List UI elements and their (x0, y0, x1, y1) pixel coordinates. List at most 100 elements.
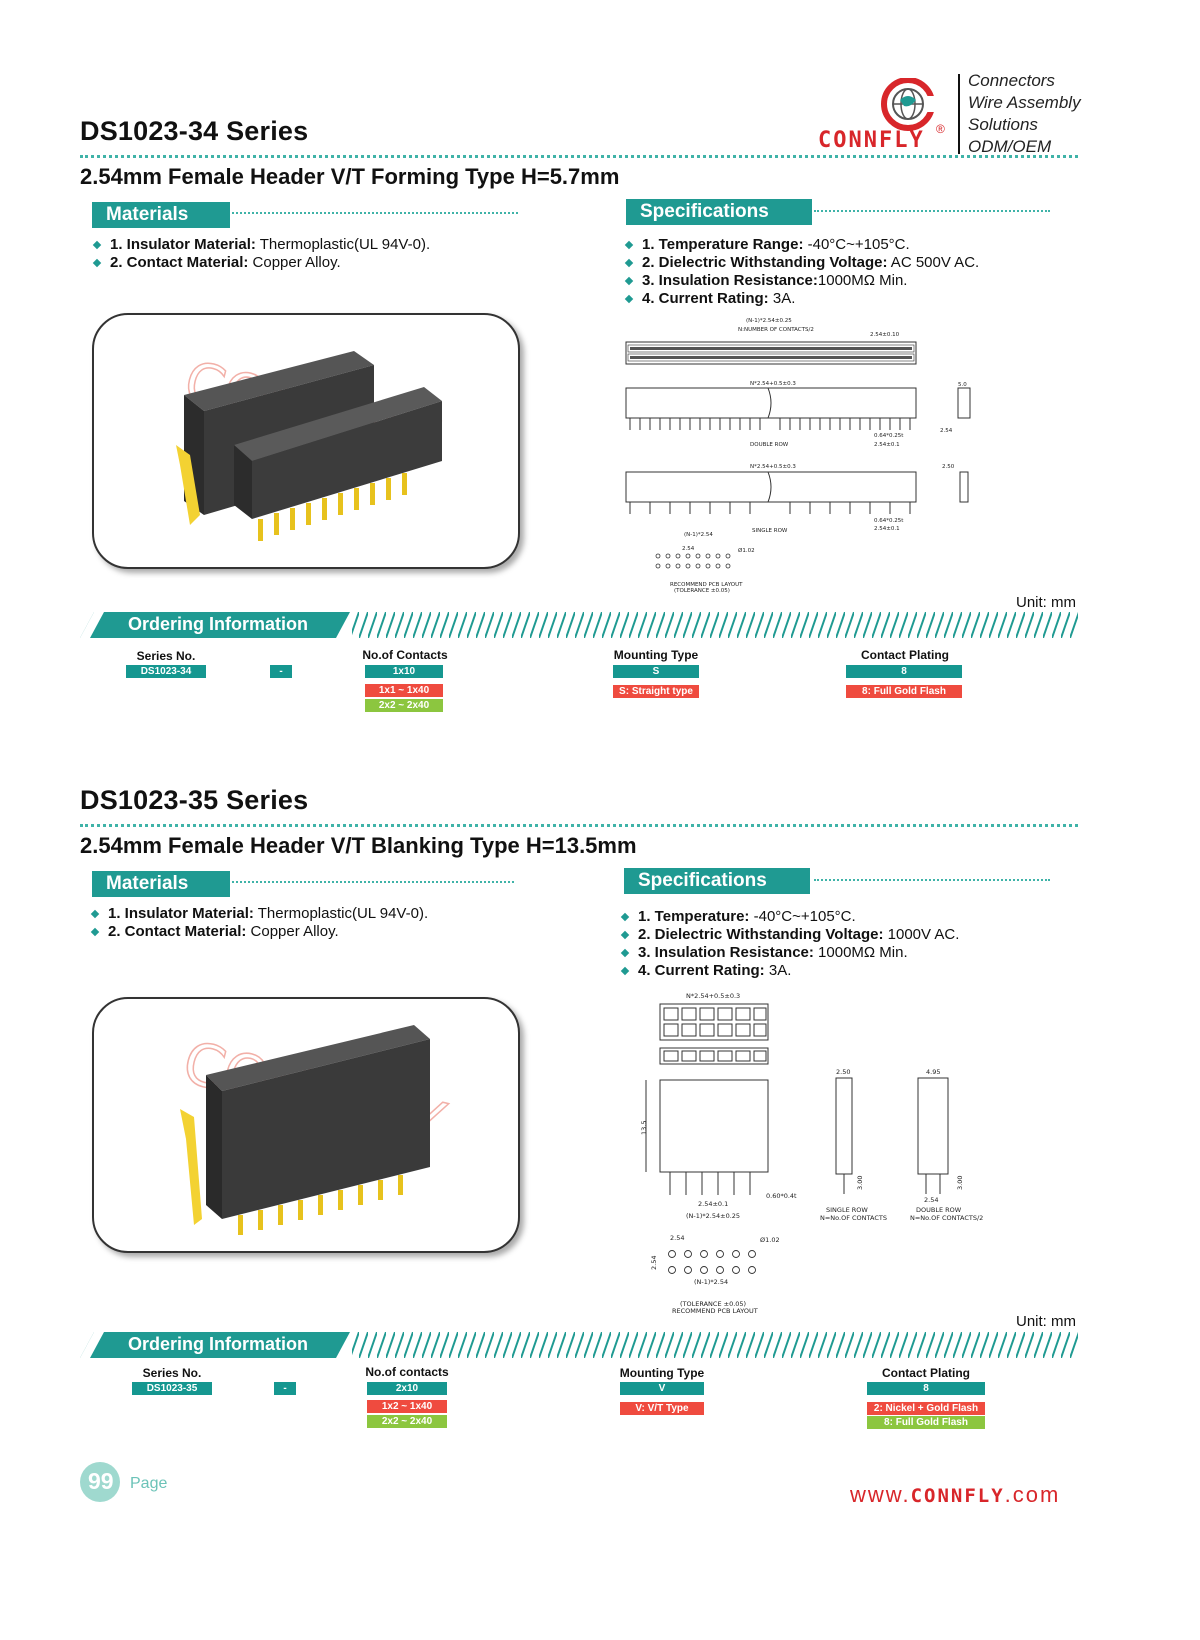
mounting-option: S: Straight type (613, 685, 699, 698)
female-header-image: CONNFLY (176, 348, 445, 541)
dimension-label: 2.54 (650, 1256, 658, 1270)
technical-drawing: N*2.54+0.5±0.3 13.5 2.50 4.95 0.60*0.4t … (636, 990, 1006, 1315)
website-link[interactable]: www.CONNFLY.com (850, 1482, 1060, 1508)
website-suffix: .com (1004, 1482, 1061, 1507)
dimension-label: N=No.OF CONTACTS/2 (910, 1214, 983, 1222)
list-item: 2. Dielectric Withstanding Voltage: AC 5… (624, 254, 979, 272)
dimension-label: 3.00 (856, 1176, 864, 1190)
list-item: 4. Current Rating: 3A. (624, 290, 979, 308)
dimension-label: 2.54±0.1 (698, 1200, 728, 1208)
specifications-label: Specifications (626, 199, 812, 225)
series-value: DS1023-34 (126, 665, 206, 678)
series-header: Series No. (142, 1366, 202, 1380)
dimension-label: DOUBLE ROW (916, 1206, 962, 1214)
series-title: DS1023-34 Series (80, 116, 309, 146)
contacts-option: 2x2 ~ 2x40 (367, 1415, 447, 1428)
logo-divider (958, 74, 960, 154)
dimension-label: RECOMMEND PCB LAYOUT (672, 1307, 758, 1315)
dimension-label: 13.5 (640, 1121, 648, 1135)
title-divider (80, 824, 1078, 827)
page-number: 99 (88, 1468, 114, 1494)
dimension-label: (N-1)*2.54 (684, 532, 713, 538)
specifications-list: 1. Temperature: -40°C~+105°C. 2. Dielect… (620, 908, 959, 980)
technical-drawing: (N-1)*2.54±0.25 N:NUMBER OF CONTACTS/2 2… (618, 312, 988, 602)
series-value: DS1023-35 (132, 1382, 212, 1395)
dimension-label: Ø1.02 (760, 1236, 780, 1244)
ordering-title: Ordering Information (128, 1334, 308, 1354)
dimension-label: 2.54 (940, 428, 953, 434)
dimension-label: 3.00 (956, 1176, 964, 1190)
contacts-option: 1x2 ~ 1x40 (367, 1400, 447, 1413)
materials-label: Materials (92, 871, 230, 897)
female-header-image: CONNFLY (176, 1025, 453, 1235)
dimension-label: 0.64*0.25t (874, 433, 904, 439)
plating-option: 8: Full Gold Flash (846, 685, 962, 698)
dimension-label: N=No.OF CONTACTS (820, 1214, 887, 1222)
specifications-label: Specifications (624, 868, 810, 894)
dimension-label: (N-1)*2.54±0.25 (686, 1212, 740, 1220)
list-item: 1. Insulator Material: Thermoplastic(UL … (90, 905, 428, 923)
website-brand: CONNFLY (910, 1485, 1005, 1507)
dimension-label: 2.54 (682, 546, 695, 552)
dimension-label: N*2.54+0.5±0.3 (750, 381, 796, 387)
list-item: 2. Contact Material: Copper Alloy. (90, 923, 428, 941)
materials-list: 1. Insulator Material: Thermoplastic(UL … (90, 905, 428, 941)
ordering-title: Ordering Information (128, 614, 308, 634)
ordering-stripes (80, 612, 1078, 638)
dimension-label: N*2.54+0.5±0.3 (686, 992, 740, 1000)
ordering-stripes (80, 1332, 1078, 1358)
mounting-header: Mounting Type (613, 648, 699, 662)
plating-option: 2: Nickel + Gold Flash (867, 1402, 985, 1415)
plating-value: 8 (846, 665, 962, 678)
list-item: 3. Insulation Resistance:1000MΩ Min. (624, 272, 979, 290)
specifications-divider (814, 210, 1050, 212)
list-item: 2. Contact Material: Copper Alloy. (92, 254, 430, 272)
dimension-label: SINGLE ROW (752, 528, 788, 534)
dimension-label: Ø1.02 (738, 547, 755, 554)
contacts-value: 2x10 (367, 1382, 447, 1395)
dimension-label: N*2.54+0.5±0.3 (750, 464, 796, 470)
dimension-label: N:NUMBER OF CONTACTS/2 (738, 327, 814, 333)
list-item: 1. Temperature Range: -40°C~+105°C. (624, 236, 979, 254)
separator-dash: - (270, 665, 292, 678)
dimension-label: 2.54±0.10 (870, 332, 900, 338)
list-item: 1. Temperature: -40°C~+105°C. (620, 908, 959, 926)
series-subtitle: 2.54mm Female Header V/T Blanking Type H… (80, 833, 637, 858)
dimension-label: 2.50 (942, 464, 955, 470)
dimension-label: 2.54 (924, 1196, 938, 1204)
tagline-line: ODM/OEM (968, 137, 1052, 156)
series-header: Series No. (136, 649, 196, 663)
dimension-label: 2.54 (670, 1234, 684, 1242)
mounting-value: V (620, 1382, 704, 1395)
brand-tagline: Connectors Wire Assembly Solutions ODM/O… (968, 70, 1081, 158)
mounting-option: V: V/T Type (620, 1402, 704, 1415)
connfly-globe-icon (881, 77, 940, 131)
contacts-option: 2x2 ~ 2x40 (365, 699, 443, 712)
brand-logo (860, 77, 970, 158)
product-photo: CONNFLY (92, 997, 520, 1253)
separator-dash: - (274, 1382, 296, 1395)
materials-list: 1. Insulator Material: Thermoplastic(UL … (92, 236, 430, 272)
contacts-value: 1x10 (365, 665, 443, 678)
dimension-label: SINGLE ROW (826, 1206, 868, 1214)
unit-label: Unit: mm (1016, 1313, 1076, 1330)
contacts-header: No.of Contacts (362, 648, 448, 662)
dimension-label: (N-1)*2.54±0.25 (746, 318, 792, 324)
specifications-divider (814, 879, 1050, 881)
unit-label: Unit: mm (1016, 594, 1076, 611)
mounting-header: Mounting Type (619, 1366, 705, 1380)
tagline-line: Connectors (968, 71, 1055, 90)
plating-header: Contact Plating (881, 1366, 970, 1380)
dimension-label: (N-1)*2.54 (694, 1278, 728, 1286)
list-item: 2. Dielectric Withstanding Voltage: 1000… (620, 926, 959, 944)
dimension-label: 2.50 (836, 1068, 850, 1076)
product-photo: CONNFLY (92, 313, 520, 569)
contacts-option: 1x1 ~ 1x40 (365, 684, 443, 697)
title-divider (80, 155, 1078, 158)
dimension-label: 0.60*0.4t (766, 1192, 797, 1200)
specifications-list: 1. Temperature Range: -40°C~+105°C. 2. D… (624, 236, 979, 308)
list-item: 3. Insulation Resistance: 1000MΩ Min. (620, 944, 959, 962)
dimension-label: 4.95 (926, 1068, 940, 1076)
list-item: 4. Current Rating: 3A. (620, 962, 959, 980)
website-prefix: www. (850, 1482, 911, 1507)
